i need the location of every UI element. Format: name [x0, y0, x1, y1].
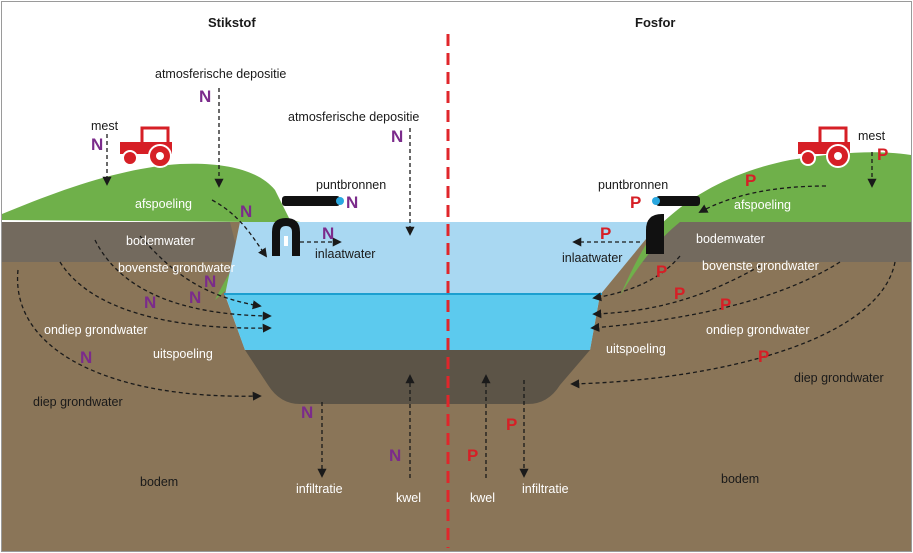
arrow-diep-left: [16, 269, 262, 401]
arrow-bovenste-right: [592, 265, 761, 319]
topsoil-right: [640, 222, 911, 262]
n-kwel: N: [389, 446, 401, 465]
n-puntbronnen: N: [346, 193, 358, 212]
title-fosfor: Fosfor: [635, 15, 675, 30]
p-afspoeling: P: [745, 171, 756, 190]
arrow-ondiep-left: [59, 261, 272, 333]
pipe-icon: [652, 196, 700, 206]
arrow-afspoeling-right: [698, 185, 827, 213]
n-diep: N: [80, 348, 92, 367]
label-atm-mid: atmosferische depositie: [288, 110, 419, 124]
grass-bank-right: [620, 152, 911, 296]
label-infiltratie-left: infiltratie: [296, 482, 343, 496]
label-uitspoeling-left: uitspoeling: [153, 347, 213, 361]
pipe-icon: [282, 196, 344, 206]
lake-bed: [245, 350, 590, 404]
label-bovenste-right: bovenste grondwater: [702, 259, 819, 273]
label-puntbronnen-right: puntbronnen: [598, 178, 668, 192]
p-bodemwater: P: [656, 262, 667, 281]
label-mest-left: mest: [91, 119, 119, 133]
inlet-structure-icon: [272, 218, 300, 256]
n-bodemwater: N: [204, 272, 216, 291]
p-kwel: P: [467, 446, 478, 465]
water-lower: [225, 294, 600, 350]
p-inlaatwater: P: [600, 224, 611, 243]
arrow-bodemwater-left: [139, 235, 262, 310]
p-puntbronnen: P: [630, 193, 641, 212]
n-afspoeling: N: [240, 202, 252, 221]
label-bodem-right: bodem: [721, 472, 759, 486]
inlet-structure-icon: [646, 214, 664, 254]
arrow-bodemwater-right: [592, 255, 681, 302]
label-bodemwater-left: bodemwater: [126, 234, 195, 248]
right-labels: mest puntbronnen afspoeling bodemwater i…: [470, 129, 886, 505]
topsoil-left: [2, 222, 240, 262]
label-kwel-left: kwel: [396, 491, 421, 505]
n-infiltratie: N: [301, 403, 313, 422]
label-ondiep-left: ondiep grondwater: [44, 323, 148, 337]
p-diep: P: [758, 347, 769, 366]
label-kwel-right: kwel: [470, 491, 495, 505]
n-ondiep: N: [144, 293, 156, 312]
n-atm-left: N: [199, 87, 211, 106]
n-bovenste: N: [189, 288, 201, 307]
p-infiltratie: P: [506, 415, 517, 434]
n-mest-left: N: [91, 135, 103, 154]
label-infiltratie-right: infiltratie: [522, 482, 569, 496]
n-atm-mid: N: [391, 127, 403, 146]
label-puntbronnen-left: puntbronnen: [316, 178, 386, 192]
label-inlaatwater-left: inlaatwater: [315, 247, 375, 261]
label-afspoeling-left: afspoeling: [135, 197, 192, 211]
label-diep-right: diep grondwater: [794, 371, 884, 385]
phosphorus-symbols: P P P P P P P P P P: [467, 145, 888, 465]
p-bovenste: P: [674, 284, 685, 303]
label-afspoeling-right: afspoeling: [734, 198, 791, 212]
label-inlaatwater-right: inlaatwater: [562, 251, 622, 265]
label-mest-right: mest: [858, 129, 886, 143]
label-bodem-left: bodem: [140, 475, 178, 489]
p-ondiep: P: [720, 295, 731, 314]
label-bovenste-left: bovenste grondwater: [118, 261, 235, 275]
n-inlaatwater: N: [322, 224, 334, 243]
flow-arrows: [16, 88, 896, 478]
title-stikstof: Stikstof: [208, 15, 256, 30]
label-atm-left: atmosferische depositie: [155, 67, 286, 81]
left-labels: atmosferische depositie mest atmosferisc…: [33, 67, 421, 505]
label-uitspoeling-right: uitspoeling: [606, 342, 666, 356]
label-bodemwater-right: bodemwater: [696, 232, 765, 246]
label-diep-left: diep grondwater: [33, 395, 123, 409]
tractor-icon: [120, 126, 172, 168]
tractor-icon: [798, 126, 850, 168]
label-ondiep-right: ondiep grondwater: [706, 323, 810, 337]
arrow-bovenste-left: [94, 239, 272, 321]
arrow-afspoeling-left: [211, 199, 268, 258]
nitrogen-symbols: N N N N N N N N N N N N: [80, 87, 403, 465]
p-mest: P: [877, 145, 888, 164]
arrow-diep-right: [570, 261, 896, 389]
grass-bank-left: [2, 163, 300, 300]
